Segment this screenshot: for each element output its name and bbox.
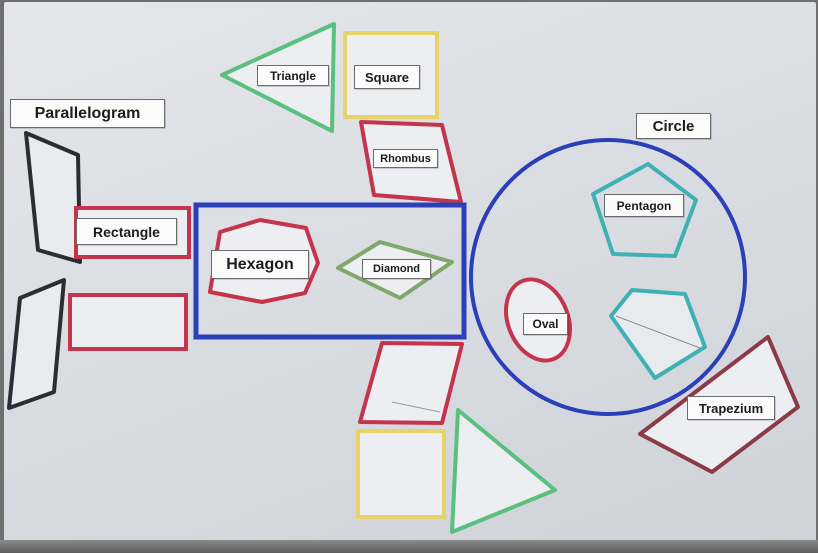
label-rhombus: Rhombus	[373, 149, 438, 168]
rectangle-shape-bottom	[68, 293, 188, 351]
square-shape-bottom	[356, 429, 446, 519]
label-parallelogram: Parallelogram	[10, 99, 165, 128]
triangle-shape-bottom	[450, 408, 557, 534]
label-circle: Circle	[636, 113, 711, 139]
label-oval: Oval	[523, 313, 568, 335]
label-diamond: Diamond	[362, 259, 431, 279]
rhombus-crease	[391, 401, 441, 413]
label-square: Square	[354, 65, 420, 89]
label-triangle: Triangle	[257, 65, 329, 86]
pentagon-shape-upper	[591, 162, 698, 258]
table-edge	[0, 540, 818, 553]
label-trapezium: Trapezium	[687, 396, 775, 420]
blue-rectangle-shape	[193, 202, 467, 340]
pentagon-crease	[615, 315, 701, 349]
circle-shape	[469, 138, 747, 416]
rhombus-shape-bottom	[358, 341, 464, 425]
parallelogram-shape-top	[24, 131, 82, 264]
label-rectangle: Rectangle	[76, 218, 177, 245]
label-pentagon: Pentagon	[604, 194, 684, 217]
pentagon-shape-lower	[609, 288, 707, 380]
parallelogram-shape-bottom	[7, 278, 66, 410]
label-hexagon: Hexagon	[211, 250, 309, 279]
